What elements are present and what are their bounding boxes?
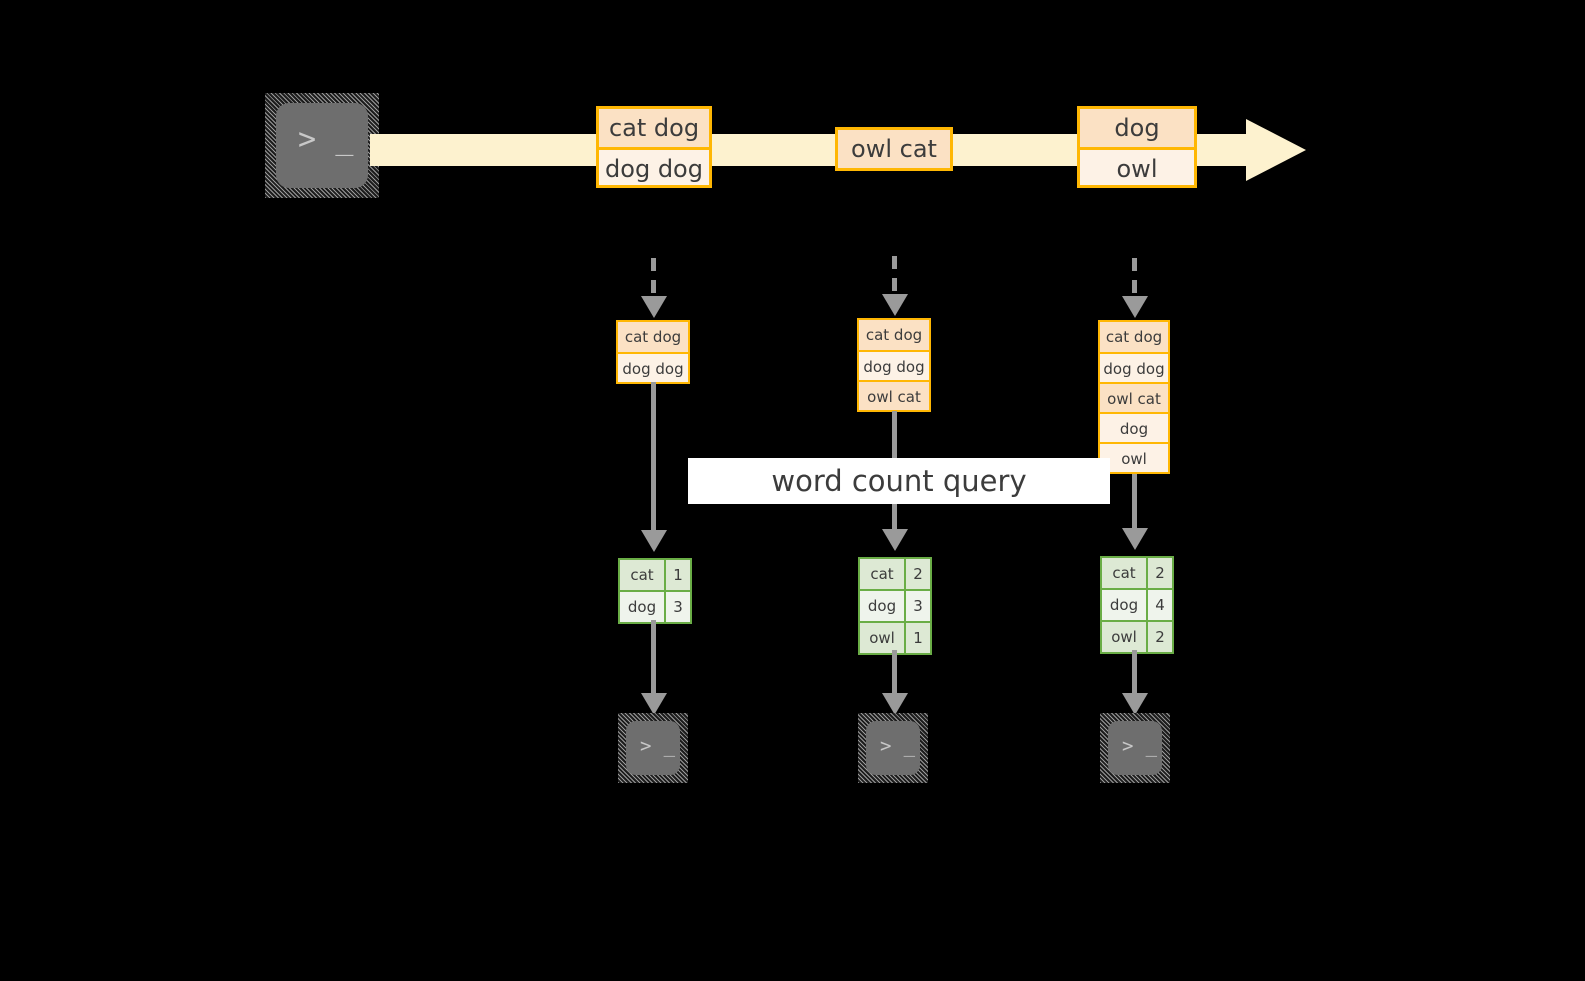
table-row: dog 3 <box>860 589 930 621</box>
connector-arrowhead-icon <box>882 693 908 715</box>
connector-result-to-sink-3 <box>1132 650 1137 695</box>
result-count: 1 <box>904 623 930 653</box>
connector-stream-to-state-2 <box>892 256 897 296</box>
result-table-snapshot-2: cat 2 dog 3 owl 1 <box>858 557 932 655</box>
result-key: owl <box>860 623 904 653</box>
result-key: dog <box>620 592 664 622</box>
stream-record-line: dog dog <box>599 147 709 185</box>
source-terminal-icon: > _ <box>265 93 379 198</box>
terminal-screen: > _ <box>276 103 368 188</box>
result-table-snapshot-1: cat 1 dog 3 <box>618 558 692 624</box>
result-count: 3 <box>664 592 690 622</box>
state-line: owl <box>1100 442 1168 472</box>
connector-arrowhead-icon <box>641 693 667 715</box>
state-line: dog dog <box>618 352 688 382</box>
result-count: 1 <box>664 560 690 590</box>
terminal-screen: > _ <box>866 721 920 775</box>
terminal-prompt-label: > _ <box>640 735 676 757</box>
result-key: dog <box>1102 590 1146 620</box>
stream-record-line: cat dog <box>599 109 709 147</box>
table-row: cat 1 <box>620 560 690 590</box>
result-key: cat <box>860 559 904 589</box>
stream-record-line: dog <box>1080 109 1194 147</box>
state-stack-snapshot-3: cat dog dog dog owl cat dog owl <box>1098 320 1170 474</box>
result-count: 2 <box>1146 558 1172 588</box>
sink-terminal-icon-1: > _ <box>618 713 688 783</box>
sink-terminal-icon-2: > _ <box>858 713 928 783</box>
result-count: 4 <box>1146 590 1172 620</box>
connector-stream-to-state-1 <box>651 258 656 298</box>
connector-arrowhead-icon <box>641 296 667 318</box>
table-row: cat 2 <box>860 559 930 589</box>
connector-arrowhead-icon <box>882 529 908 551</box>
stream-record-batch-3: dog owl <box>1077 106 1197 188</box>
connector-arrowhead-icon <box>1122 693 1148 715</box>
connector-arrowhead-icon <box>1122 528 1148 550</box>
connector-state-to-result-3 <box>1132 474 1137 532</box>
connector-result-to-sink-2 <box>892 650 897 695</box>
result-count: 3 <box>904 591 930 621</box>
table-row: dog 4 <box>1102 588 1172 620</box>
stream-arrow-head-icon <box>1246 119 1306 181</box>
connector-result-to-sink-1 <box>651 620 656 695</box>
terminal-prompt-label: > _ <box>880 735 916 757</box>
stream-record-batch-1: cat dog dog dog <box>596 106 712 188</box>
connector-arrowhead-icon <box>1122 296 1148 318</box>
state-stack-snapshot-1: cat dog dog dog <box>616 320 690 384</box>
state-line: dog dog <box>1100 352 1168 382</box>
terminal-prompt-label: > _ <box>298 122 354 157</box>
state-stack-snapshot-2: cat dog dog dog owl cat <box>857 318 931 412</box>
table-row: owl 2 <box>1102 620 1172 652</box>
connector-arrowhead-icon <box>641 530 667 552</box>
connector-stream-to-state-3 <box>1132 258 1137 298</box>
connector-arrowhead-icon <box>882 294 908 316</box>
state-line: dog dog <box>859 350 929 380</box>
query-label: word count query <box>688 458 1110 504</box>
terminal-screen: > _ <box>1108 721 1162 775</box>
table-row: cat 2 <box>1102 558 1172 588</box>
state-line: cat dog <box>859 320 929 350</box>
state-line: owl cat <box>1100 382 1168 412</box>
state-line: cat dog <box>618 322 688 352</box>
stream-record-line: owl cat <box>838 130 950 168</box>
sink-terminal-icon-3: > _ <box>1100 713 1170 783</box>
connector-state-to-result-1 <box>651 382 656 532</box>
table-row: dog 3 <box>620 590 690 622</box>
table-row: owl 1 <box>860 621 930 653</box>
stream-record-line: owl <box>1080 147 1194 185</box>
stream-record-batch-2: owl cat <box>835 127 953 171</box>
state-line: owl cat <box>859 380 929 410</box>
result-key: owl <box>1102 622 1146 652</box>
result-table-snapshot-3: cat 2 dog 4 owl 2 <box>1100 556 1174 654</box>
state-line: cat dog <box>1100 322 1168 352</box>
terminal-screen: > _ <box>626 721 680 775</box>
result-key: cat <box>620 560 664 590</box>
result-key: cat <box>1102 558 1146 588</box>
result-count: 2 <box>1146 622 1172 652</box>
result-count: 2 <box>904 559 930 589</box>
result-key: dog <box>860 591 904 621</box>
terminal-prompt-label: > _ <box>1122 735 1158 757</box>
state-line: dog <box>1100 412 1168 442</box>
